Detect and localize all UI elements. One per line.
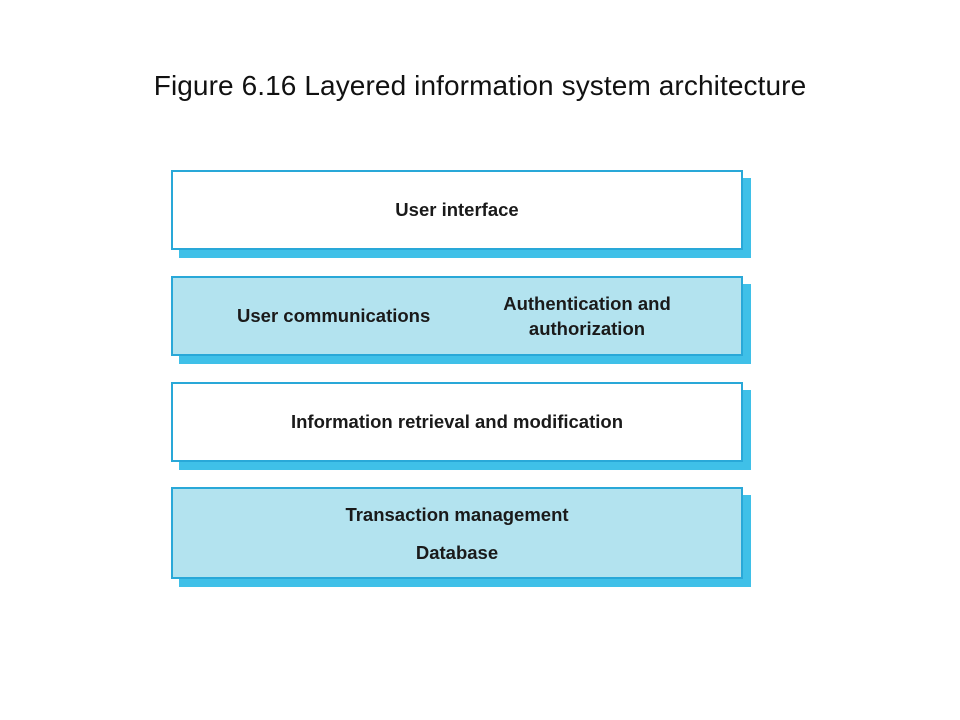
information-retrieval-label: Information retrieval and modification [290, 411, 623, 432]
user-communications-label: User communications [237, 305, 431, 326]
user-communications-component: User communications [237, 278, 430, 354]
layer-user-communications: User communications Authentication and a… [171, 276, 743, 356]
figure-title: Figure 6.16 Layered information system a… [153, 70, 807, 101]
authentication-component: Authentication and authorization [491, 278, 683, 354]
database-label: Database [415, 541, 499, 563]
layer-user-interface: User interface [171, 170, 743, 250]
user-interface-label: User interface [395, 199, 519, 220]
layer-information-retrieval: Information retrieval and modification [171, 382, 743, 462]
transaction-management-label: Transaction management [345, 503, 569, 525]
authentication-label-line-2: authorization [528, 318, 646, 339]
layer-transaction-database: Transaction management Database [171, 487, 743, 579]
authentication-label-line-1: Authentication and [503, 293, 671, 314]
